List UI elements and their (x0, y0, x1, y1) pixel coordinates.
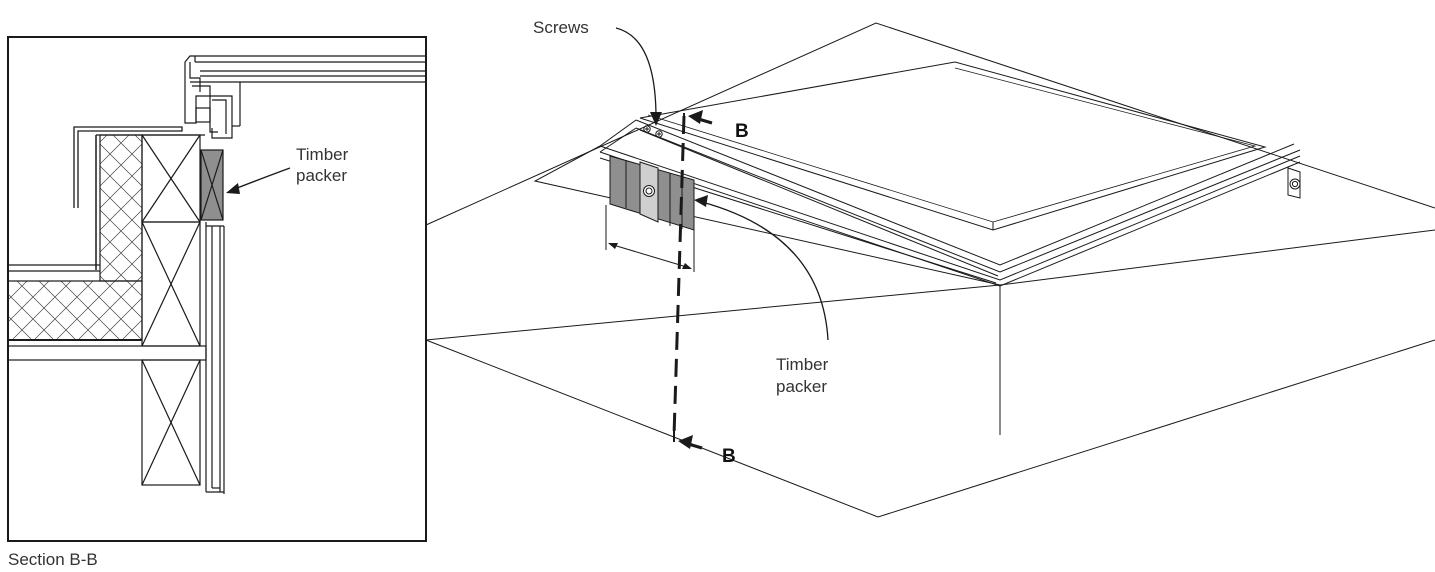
iso-timber-packer (609, 155, 695, 231)
roof-insulation (7, 280, 143, 341)
screws (643, 125, 663, 138)
rooflight-glazing (639, 61, 1267, 231)
flashing (73, 126, 183, 208)
section-caption: Section B-B (8, 550, 98, 569)
slab-lower-edge (425, 229, 1435, 341)
section-timber-packer (200, 149, 224, 221)
section-label-arrow (231, 167, 291, 191)
screws-leader (615, 27, 657, 119)
section-marker-top: B (735, 121, 749, 142)
section-label-line2: packer (296, 166, 347, 185)
rooflight-outer (599, 145, 1301, 281)
roof-deck (7, 345, 207, 361)
packer-leader (701, 201, 829, 341)
iso-packer-label-line2: packer (776, 377, 827, 396)
bracket-right (1287, 167, 1301, 199)
section-cut-line (672, 115, 686, 437)
section-view (7, 36, 427, 542)
kerb-timber (141, 134, 201, 486)
section-marker-bottom: B (722, 446, 736, 467)
iso-view (425, 22, 1435, 518)
upstand-insulation (99, 134, 143, 282)
iso-packer-label-line1: Timber (776, 355, 829, 374)
slab-top (425, 22, 1435, 226)
screws-label: Screws (533, 18, 589, 37)
section-label-line1: Timber (296, 145, 349, 164)
kerb-left-face (533, 145, 1001, 286)
packer-dimension (605, 205, 695, 272)
rooflight-frame-profile (184, 55, 426, 139)
